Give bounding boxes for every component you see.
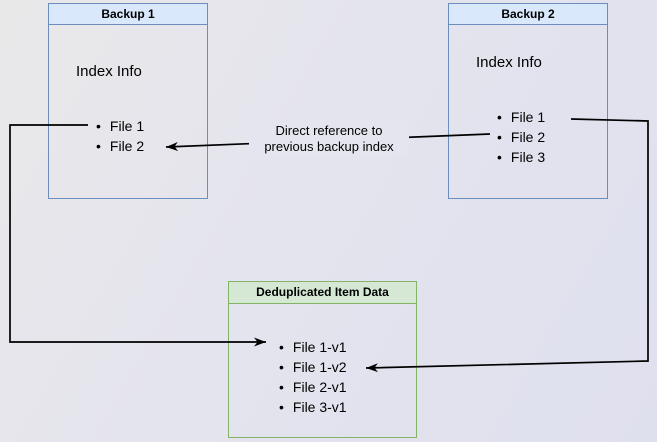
list-item: File 1-v1 <box>279 337 347 357</box>
list-item: File 3 <box>497 147 545 167</box>
node-backup-2: Backup 2 Index Info File 1 File 2 File 3 <box>448 3 608 199</box>
list-item: File 2 <box>497 127 545 147</box>
node-backup-2-subtitle: Index Info <box>476 54 542 71</box>
list-item: File 2 <box>96 136 144 156</box>
list-item: File 1-v2 <box>279 357 347 377</box>
node-backup-1: Backup 1 Index Info File 1 File 2 <box>48 3 208 199</box>
dedup-item-list: File 1-v1 File 1-v2 File 2-v1 File 3-v1 <box>279 337 347 417</box>
backup-1-file-list: File 1 File 2 <box>96 116 144 156</box>
list-item: File 1 <box>497 107 545 127</box>
list-item: File 2-v1 <box>279 377 347 397</box>
edge-label-line2: previous backup index <box>264 139 394 154</box>
list-item: File 1 <box>96 116 144 136</box>
node-dedup-title: Deduplicated Item Data <box>229 282 416 304</box>
node-backup-1-subtitle: Index Info <box>76 63 142 80</box>
backup-2-file-list: File 1 File 2 File 3 <box>497 107 545 167</box>
edge-label-line1: Direct reference to <box>275 123 383 138</box>
edge-label-direct-reference: Direct reference to previous backup inde… <box>249 122 409 157</box>
node-deduplicated-item-data: Deduplicated Item Data File 1-v1 File 1-… <box>228 281 417 438</box>
node-backup-1-title: Backup 1 <box>49 4 207 25</box>
node-backup-2-title: Backup 2 <box>449 4 607 25</box>
list-item: File 3-v1 <box>279 397 347 417</box>
